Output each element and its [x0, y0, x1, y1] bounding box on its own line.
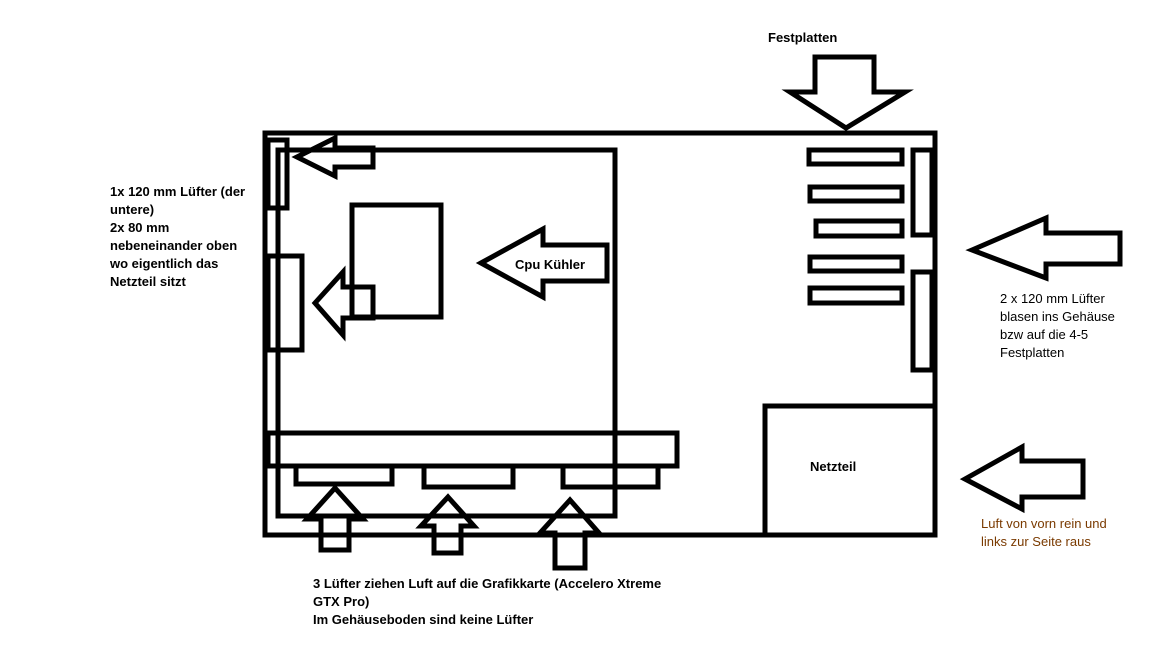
- top-80mm-fan: [265, 137, 290, 211]
- cpu-cooler-arrow: [475, 224, 610, 302]
- hdd-slot-5: [807, 285, 905, 306]
- front-fan-1: [910, 147, 935, 238]
- hdd-slot-3: [813, 218, 905, 239]
- psu-intake-arrow: [959, 442, 1086, 514]
- right-note-line: 2 x 120 mm Lüfter: [1000, 291, 1105, 306]
- right-note-line: Festplatten: [1000, 345, 1065, 360]
- front-intake-arrow: [965, 214, 1123, 282]
- hdd-arrow: [781, 54, 914, 131]
- left-note-line: untere): [110, 202, 155, 217]
- right-note-line: bzw auf die 4-5: [1000, 327, 1089, 342]
- bottom-note: 3 Lüfter ziehen Luft auf die Grafikkarte…: [313, 575, 661, 629]
- front-note: Luft von vorn rein und links zur Seite r…: [981, 515, 1107, 551]
- front-fan-2: [910, 269, 935, 373]
- psu-label: Netzteil: [810, 459, 857, 474]
- cpu-socket: [349, 202, 444, 320]
- power-supply: [762, 403, 938, 538]
- right-note-line: blasen ins Gehäuse: [1000, 309, 1115, 324]
- gpu-intake-arrow-2: [415, 493, 480, 556]
- left-note: 1x 120 mm Lüfter (der untere) 2x 80 mm n…: [110, 183, 245, 291]
- bottom-note-line: GTX Pro): [313, 594, 370, 609]
- gpu-fan-1: [293, 463, 395, 487]
- left-note-line: nebeneinander oben: [110, 238, 238, 253]
- cpu-cooler-label: Cpu Kühler: [515, 257, 586, 272]
- gpu-fan-3: [560, 463, 661, 490]
- motherboard: [275, 147, 618, 519]
- left-note-line: wo eigentlich das: [110, 256, 219, 271]
- gpu-intake-arrow-3: [534, 496, 605, 571]
- rear-120mm-fan: [265, 253, 305, 353]
- exhaust-arrow-top: [291, 133, 376, 181]
- bottom-note-line: Im Gehäuseboden sind keine Lüfter: [313, 612, 534, 627]
- exhaust-arrow-rear: [311, 265, 376, 342]
- hdd-slot-4: [807, 254, 905, 274]
- gpu-fan-2: [421, 463, 516, 490]
- gpu-intake-arrow-1: [301, 484, 369, 553]
- hdd-slot-2: [807, 184, 905, 204]
- front-note-line: links zur Seite raus: [981, 534, 1091, 549]
- left-note-line: 2x 80 mm: [110, 220, 170, 235]
- festplatten-label: Festplatten: [768, 30, 838, 45]
- right-note: 2 x 120 mm Lüfter blasen ins Gehäuse bzw…: [1000, 290, 1115, 362]
- bottom-note-line: 3 Lüfter ziehen Luft auf die Grafikkarte…: [313, 576, 662, 591]
- left-note-line: Netzteil sitzt: [110, 274, 186, 289]
- hdd-slot-1: [806, 147, 905, 167]
- front-note-line: Luft von vorn rein und: [981, 516, 1107, 531]
- left-note-line: 1x 120 mm Lüfter (der: [110, 184, 246, 199]
